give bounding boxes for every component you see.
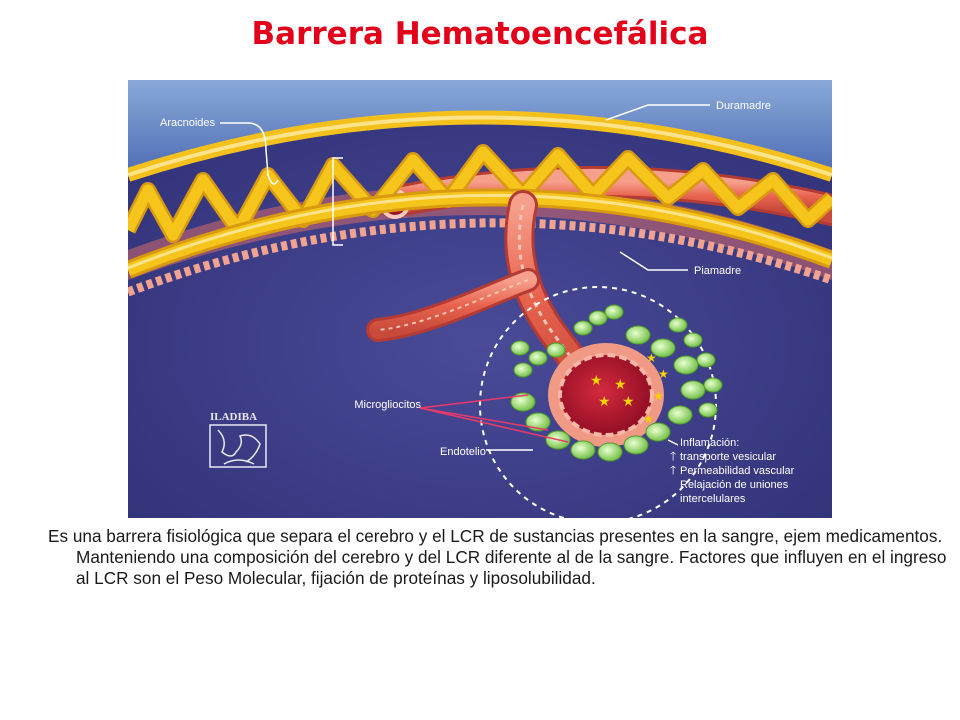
arrow-up-icon: 🡑	[670, 463, 676, 477]
glial-cells	[510, 304, 723, 462]
svg-text:★: ★	[658, 367, 669, 381]
description-paragraph: Es una barrera fisiológica que separa el…	[48, 526, 947, 588]
globe-icon	[217, 429, 261, 465]
piamadre-leader-line	[619, 251, 688, 271]
arrow-up-icon: 🡑	[670, 449, 676, 463]
inflammation-line-1: transporte vesicular	[680, 451, 776, 463]
page-title: Barrera Hematoencefálica	[251, 16, 709, 52]
aracnoides-leader-line	[220, 122, 279, 185]
label-endotelio: Endotelio	[440, 446, 486, 458]
svg-text:★: ★	[598, 394, 611, 410]
microglia-pointer-lines	[419, 394, 569, 443]
logo-text: ILADIBA	[210, 411, 257, 423]
piamadre-band	[128, 218, 832, 297]
label-duramadre: Duramadre	[716, 100, 771, 112]
svg-text:★: ★	[646, 351, 657, 365]
perivascular-boundary	[479, 286, 717, 518]
label-microgliocitos: Microgliocitos	[354, 399, 421, 411]
svg-text:★: ★	[643, 412, 654, 426]
svg-text:★: ★	[614, 377, 627, 393]
inflammation-heading: Inflamación:	[680, 437, 739, 449]
aracnoides-bracket	[332, 157, 343, 246]
label-aracnoides: Aracnoides	[160, 117, 216, 129]
iladiba-logo: ILADIBA	[209, 411, 267, 468]
lumen-molecules: ★ ★ ★ ★ ★ ★ ★ ★	[590, 351, 669, 426]
blood-brain-barrier-diagram: ★ ★ ★ ★ ★ ★ ★ ★	[128, 80, 832, 518]
duramadre-layer	[128, 80, 832, 175]
inflammation-list: Inflamación: 🡑 transporte vesicular 🡑 Pe…	[670, 437, 795, 505]
inflammation-line-4: intercelulares	[680, 493, 746, 505]
svg-text:★: ★	[653, 389, 664, 403]
inflammation-line-2: Permeabilidad vascular	[680, 465, 795, 477]
svg-text:★: ★	[622, 394, 635, 410]
capillary-lumen	[560, 355, 652, 435]
inflammation-line-3: Relajación de uniones	[680, 479, 789, 491]
label-piamadre: Piamadre	[694, 265, 741, 277]
svg-text:★: ★	[590, 373, 603, 389]
duramadre-leader-line	[605, 104, 710, 121]
